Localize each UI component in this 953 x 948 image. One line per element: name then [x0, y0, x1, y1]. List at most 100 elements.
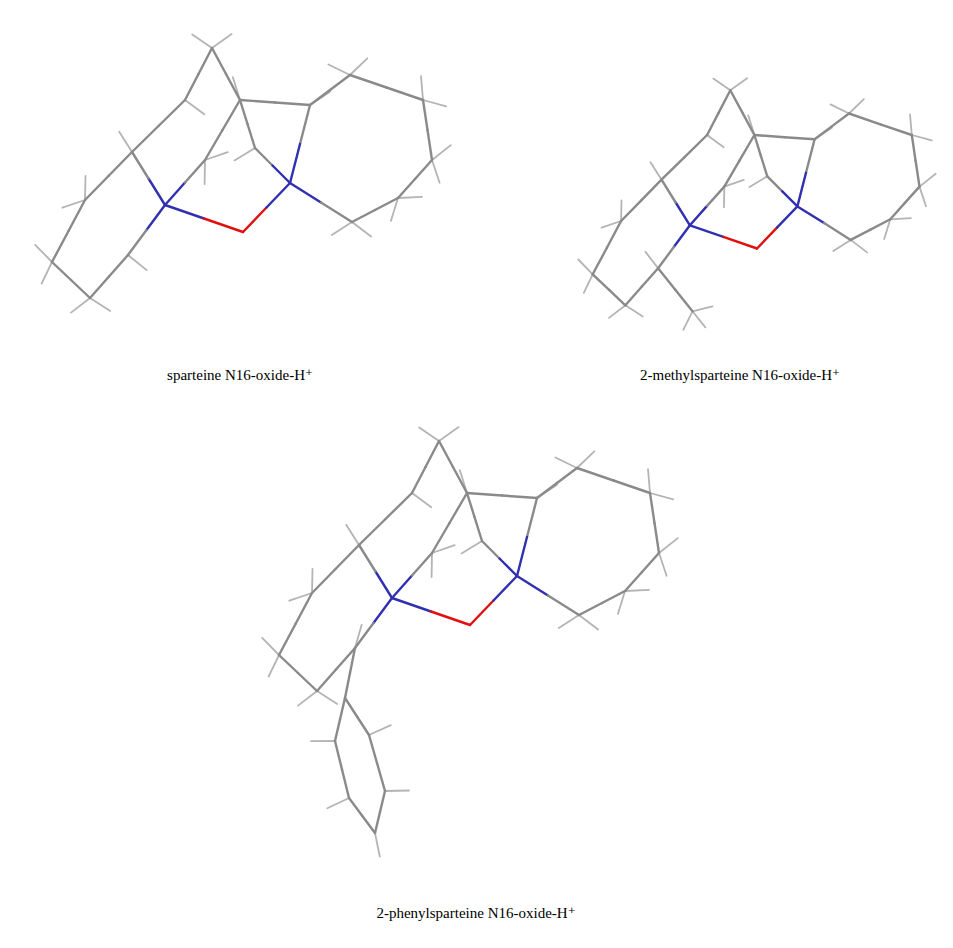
bond-stick	[517, 576, 548, 596]
bond-stick	[243, 208, 267, 233]
bond-stick	[890, 203, 905, 219]
bond-stick	[52, 262, 71, 280]
hydrogen-stick	[332, 222, 352, 235]
bond-stick	[475, 517, 483, 541]
bond-stick	[392, 598, 431, 612]
molecule-caption: 2-methylsparteine N16-oxide-H⁺	[640, 366, 840, 384]
hydrogen-stick	[693, 311, 706, 327]
molecule-caption: 2-phenylsparteine N16-oxide-H⁺	[376, 904, 575, 922]
bond-stick	[387, 88, 424, 101]
bond-stick	[412, 553, 432, 576]
bond-stick	[362, 816, 375, 834]
bond-stick	[212, 48, 226, 74]
bond-stick	[912, 135, 916, 161]
bond-stick	[625, 287, 641, 306]
bond-stick	[467, 493, 502, 496]
bond-stick	[757, 227, 777, 248]
bond-stick	[85, 176, 109, 200]
hydrogen-stick	[352, 222, 371, 237]
bond-stick	[377, 763, 385, 791]
hydrogen-stick	[584, 274, 593, 293]
bond-stick	[369, 735, 377, 763]
hydrogen-stick	[204, 160, 206, 184]
hydrogen-stick	[35, 245, 52, 262]
hydrogen-stick	[833, 240, 850, 251]
hydrogen-stick	[849, 99, 864, 113]
bond-stick	[905, 187, 920, 203]
hydrogen-stick	[910, 114, 912, 135]
hydrogen-stick	[212, 34, 232, 48]
bond-stick	[593, 248, 607, 275]
bond-stick	[849, 114, 880, 125]
bond-stick	[450, 493, 468, 523]
bond-stick	[625, 572, 642, 591]
hydrogen-stick	[311, 569, 313, 593]
hydrogen-stick	[890, 218, 911, 219]
hydrogen-stick	[421, 76, 423, 100]
bond-stick	[71, 280, 90, 298]
bond-stick	[290, 183, 321, 203]
hydrogen-stick	[419, 427, 439, 441]
bond-stick	[432, 523, 450, 553]
hydrogen-stick	[555, 458, 577, 469]
bond-stick	[467, 493, 475, 517]
bond-stick	[298, 673, 317, 691]
hydrogen-stick	[609, 305, 625, 318]
hydrogen-stick	[693, 306, 713, 311]
hydrogen-stick	[651, 162, 662, 180]
bond-stick	[724, 161, 739, 187]
bond-stick	[330, 75, 350, 90]
bond-stick	[359, 545, 376, 572]
hydrogen-stick	[432, 160, 440, 183]
bond-stick	[355, 623, 374, 648]
bond-stick	[593, 274, 609, 290]
bond-stick	[607, 221, 621, 248]
bond-stick	[147, 205, 166, 230]
bond-stick	[754, 135, 784, 137]
bond-stick	[641, 180, 661, 201]
bond-stick	[350, 75, 387, 88]
hydrogen-stick	[683, 311, 692, 330]
bond-stick	[415, 160, 432, 179]
bond-stick	[69, 200, 86, 231]
hydrogen-stick	[659, 553, 667, 576]
hydrogen-stick	[84, 176, 86, 200]
bond-stick	[426, 441, 440, 467]
hydrogen-stick	[646, 252, 659, 268]
bond-stick	[109, 152, 133, 176]
bond-stick	[690, 206, 707, 225]
bond-stick	[797, 173, 806, 207]
bond-stick	[359, 519, 386, 545]
bond-stick	[90, 277, 109, 299]
hydrogen-stick	[385, 790, 409, 792]
bond-stick	[502, 496, 537, 499]
bond-stick	[335, 720, 340, 742]
bond-stick	[255, 148, 273, 166]
bond-stick	[785, 137, 815, 139]
bond-stick	[674, 225, 690, 247]
hydrogen-stick	[90, 298, 110, 311]
hydrogen-stick	[577, 451, 594, 468]
bond-stick	[336, 545, 360, 569]
bond-stick	[300, 105, 310, 144]
bond-stick	[642, 553, 659, 572]
bond-stick	[761, 156, 768, 177]
hydrogen-stick	[912, 135, 932, 140]
bond-stick	[340, 698, 345, 720]
bond-stick	[248, 124, 256, 148]
hydrogen-stick	[730, 78, 747, 90]
hydrogen-stick	[620, 200, 622, 221]
bond-stick	[832, 114, 849, 127]
hydrogen-stick	[298, 691, 317, 706]
bond-stick	[185, 160, 205, 183]
bond-stick	[398, 179, 415, 198]
bond-stick	[676, 203, 690, 226]
bond-stick	[375, 198, 398, 210]
bond-stick	[267, 183, 291, 208]
bond-stick	[357, 717, 369, 736]
bond-stick	[650, 493, 655, 523]
hydrogen-stick	[369, 725, 391, 735]
hydrogen-stick	[920, 187, 927, 207]
bond-stick	[662, 180, 676, 203]
hydrogen-stick	[412, 493, 431, 507]
